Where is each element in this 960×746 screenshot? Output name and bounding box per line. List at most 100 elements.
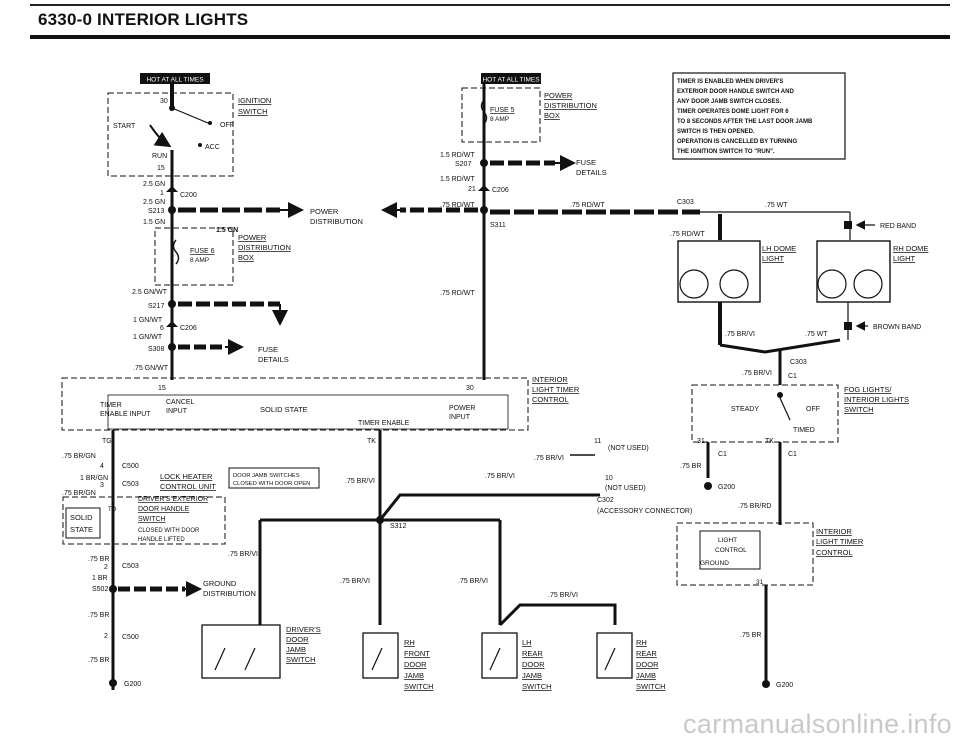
rh-dome-light: RH DOME LIGHT RED BAND BROWN BAND — [816, 220, 928, 340]
svg-text:DISTRIBUTION: DISTRIBUTION — [238, 243, 291, 252]
svg-text:.75 WT: .75 WT — [765, 202, 788, 209]
svg-text:TIMER IS ENABLED WHEN DRIVER'S: TIMER IS ENABLED WHEN DRIVER'S — [677, 79, 783, 85]
svg-text:LOCK HEATER: LOCK HEATER — [160, 472, 213, 481]
svg-text:RH DOME: RH DOME — [893, 244, 928, 253]
svg-text:STATE: STATE — [70, 525, 93, 534]
hot-label-mid: HOT AT ALL TIMES — [481, 73, 541, 84]
svg-text:DOOR: DOOR — [636, 660, 659, 669]
svg-text:INPUT: INPUT — [166, 408, 188, 415]
svg-text:C303: C303 — [790, 359, 807, 366]
fuse-5-box: FUSE 5 8 AMP POWER DISTRIBUTION BOX — [461, 84, 597, 380]
svg-text:GROUND: GROUND — [700, 560, 729, 567]
svg-text:TIMER: TIMER — [100, 402, 122, 409]
svg-text:.75 BR: .75 BR — [88, 657, 109, 664]
svg-text:TIMER OPERATES DOME LIGHT FOR: TIMER OPERATES DOME LIGHT FOR 6 — [677, 109, 789, 115]
svg-text:.75 BR/GN: .75 BR/GN — [62, 453, 96, 460]
svg-text:15: 15 — [157, 165, 165, 172]
svg-text:C303: C303 — [677, 199, 694, 206]
svg-text:S308: S308 — [148, 346, 164, 353]
svg-text:BROWN BAND: BROWN BAND — [873, 324, 921, 331]
svg-text:SOLID: SOLID — [70, 513, 93, 522]
svg-text:S311: S311 — [490, 222, 506, 229]
lh-dome-light: LH DOME LIGHT — [677, 214, 796, 345]
svg-text:30: 30 — [466, 385, 474, 392]
fuse-6-box: FUSE 6 8 AMP POWER DISTRIBUTION BOX — [154, 227, 291, 286]
svg-text:LIGHT: LIGHT — [893, 254, 916, 263]
svg-text:STEADY: STEADY — [731, 406, 759, 413]
svg-text:OFF: OFF — [806, 406, 820, 413]
svg-text:DOOR: DOOR — [404, 660, 427, 669]
svg-text:2.5 GN: 2.5 GN — [143, 181, 165, 188]
svg-text:ANY DOOR JAMB SWITCH CLOSES.: ANY DOOR JAMB SWITCH CLOSES. — [677, 99, 782, 105]
middle-splices — [381, 155, 851, 240]
svg-text:.75 RD/WT: .75 RD/WT — [440, 290, 475, 297]
svg-text:.75 RD/WT: .75 RD/WT — [570, 202, 605, 209]
svg-text:.75 BR/VI: .75 BR/VI — [548, 592, 578, 599]
svg-text:S213: S213 — [148, 208, 164, 215]
svg-text:POWER: POWER — [544, 91, 573, 100]
svg-text:HOT AT ALL TIMES: HOT AT ALL TIMES — [482, 77, 540, 84]
svg-text:BOX: BOX — [238, 253, 254, 262]
svg-text:1.5 RD/WT: 1.5 RD/WT — [440, 176, 475, 183]
fuse-details-left-1: FUSE — [258, 345, 278, 354]
svg-text:C1: C1 — [718, 451, 727, 458]
svg-text:.75 BR/VI: .75 BR/VI — [725, 331, 755, 338]
svg-text:SWITCH: SWITCH — [404, 682, 434, 691]
svg-text:JAMB: JAMB — [636, 671, 656, 680]
svg-text:DRIVER'S: DRIVER'S — [286, 625, 321, 634]
svg-text:LH: LH — [522, 638, 532, 647]
svg-text:G200: G200 — [718, 484, 735, 491]
svg-text:ENABLE INPUT: ENABLE INPUT — [100, 411, 151, 418]
svg-text:DISTRIBUTION: DISTRIBUTION — [203, 589, 256, 598]
middle-wire-labels: 1.5 RD/WT S207 1.5 RD/WT 21 C206 .75 RD/… — [440, 152, 788, 297]
svg-text:FUSE 5: FUSE 5 — [490, 107, 515, 114]
svg-text:INPUT: INPUT — [449, 414, 471, 421]
svg-text:BOX: BOX — [544, 111, 560, 120]
svg-text:1 GN/WT: 1 GN/WT — [133, 334, 163, 341]
svg-text:S312: S312 — [390, 523, 406, 530]
rh-rear-door-jamb-switch: RH REAR DOOR JAMB SWITCH — [596, 632, 666, 691]
svg-text:OPERATION IS CANCELLED BY TURN: OPERATION IS CANCELLED BY TURNING — [677, 139, 797, 145]
svg-text:HANDLE LIFTED: HANDLE LIFTED — [138, 537, 185, 543]
svg-text:FOG LIGHTS/: FOG LIGHTS/ — [844, 385, 892, 394]
svg-text:CONTROL: CONTROL — [816, 548, 853, 557]
svg-text:(ACCESSORY CONNECTOR): (ACCESSORY CONNECTOR) — [597, 508, 692, 515]
svg-text:CLOSED WITH DOOR: CLOSED WITH DOOR — [138, 528, 200, 534]
exterior-door-handle: SOLID STATE TO DRIVER'S EXTERIOR DOOR HA… — [62, 496, 226, 545]
middle-bottom-wiring: .75 BR/VI .75 BR/VI .75 BR/VI .75 BR/VI … — [258, 430, 692, 627]
svg-text:OFF: OFF — [220, 122, 234, 129]
svg-text:INTERIOR: INTERIOR — [532, 375, 568, 384]
svg-text:.75 BR/VI: .75 BR/VI — [458, 578, 488, 585]
svg-text:DOOR: DOOR — [286, 635, 309, 644]
interior-light-timer-2: LIGHT CONTROL GROUND 31 INTERIOR LIGHT T… — [676, 522, 864, 689]
dome-wire-labels: .75 BR/VI .75 WT C303 .75 BR/VI C1 — [719, 331, 841, 385]
svg-text:.75 BR: .75 BR — [88, 556, 109, 563]
svg-text:C1: C1 — [788, 373, 797, 380]
svg-text:TK: TK — [367, 438, 376, 445]
svg-text:SWITCH: SWITCH — [522, 682, 552, 691]
svg-text:.75 RD/WT: .75 RD/WT — [670, 231, 705, 238]
svg-text:.75 BR: .75 BR — [740, 632, 761, 639]
svg-text:DOOR HANDLE: DOOR HANDLE — [138, 506, 190, 513]
svg-text:11: 11 — [594, 438, 601, 445]
svg-text:CONTROL: CONTROL — [715, 547, 747, 554]
svg-text:C503: C503 — [122, 563, 139, 570]
svg-text:S217: S217 — [148, 303, 164, 310]
svg-text:SOLID STATE: SOLID STATE — [260, 405, 308, 414]
svg-text:DOOR: DOOR — [522, 660, 545, 669]
driver-door-jamb-switch: DRIVER'S DOOR JAMB SWITCH — [201, 624, 321, 679]
lh-rear-door-jamb-switch: LH REAR DOOR JAMB SWITCH — [481, 632, 552, 691]
svg-text:8 AMP: 8 AMP — [490, 116, 509, 123]
svg-text:FUSE 6: FUSE 6 — [190, 248, 215, 255]
svg-text:C200: C200 — [180, 192, 197, 199]
svg-text:JAMB: JAMB — [522, 671, 542, 680]
svg-text:(NOT USED): (NOT USED) — [605, 485, 646, 492]
svg-text:REAR: REAR — [636, 649, 657, 658]
svg-text:HOT AT ALL TIMES: HOT AT ALL TIMES — [146, 77, 204, 84]
svg-text:4: 4 — [100, 463, 104, 470]
svg-text:POWER: POWER — [238, 233, 267, 242]
svg-text:2.5 GN/WT: 2.5 GN/WT — [132, 289, 168, 296]
svg-text:LIGHT: LIGHT — [718, 537, 737, 544]
svg-text:.75 BR/VI: .75 BR/VI — [345, 478, 375, 485]
